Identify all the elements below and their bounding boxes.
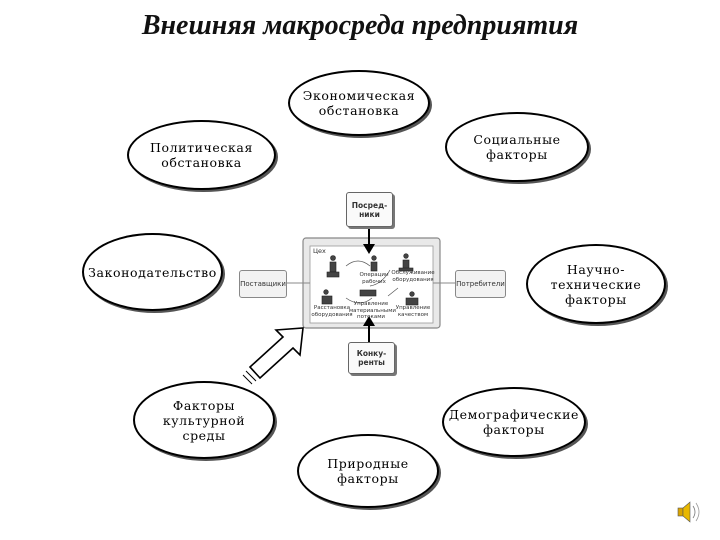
competitors-box: Конку- ренты [348,342,395,374]
speaker-icon [677,501,700,523]
factor-social: Социальные факторы [445,112,589,182]
factor-legislation: Законодательство [82,233,223,311]
placement-label: Расстановка оборудования [311,305,353,318]
operations-label: Операции рабочих [359,272,389,285]
factor-cultural: Факторы культурной среды [133,381,275,459]
factor-economic: Экономическая обстановка [288,70,430,136]
intermediaries-box: Посред- ники [346,192,393,227]
quality-label: Управление качеством [395,305,431,318]
maintenance-label: Обслуживание оборудования [391,270,435,283]
factor-demographic: Демографические факторы [442,387,586,457]
consumers-box: Потребители [455,270,506,298]
factor-natural: Природные факторы [297,434,439,508]
suppliers-box: Поставщики [239,270,287,298]
worker-figure-icon [321,253,419,306]
hollow-arrow-icon [242,327,304,385]
flows-label: Управление материальными потоками [349,301,396,320]
factor-political: Политическая обстановка [127,120,276,190]
factor-scitech: Научно- технические факторы [526,244,666,324]
page-title: Внешняя макросреда предприятия [141,10,579,41]
workshop-label: Цех [313,247,326,255]
